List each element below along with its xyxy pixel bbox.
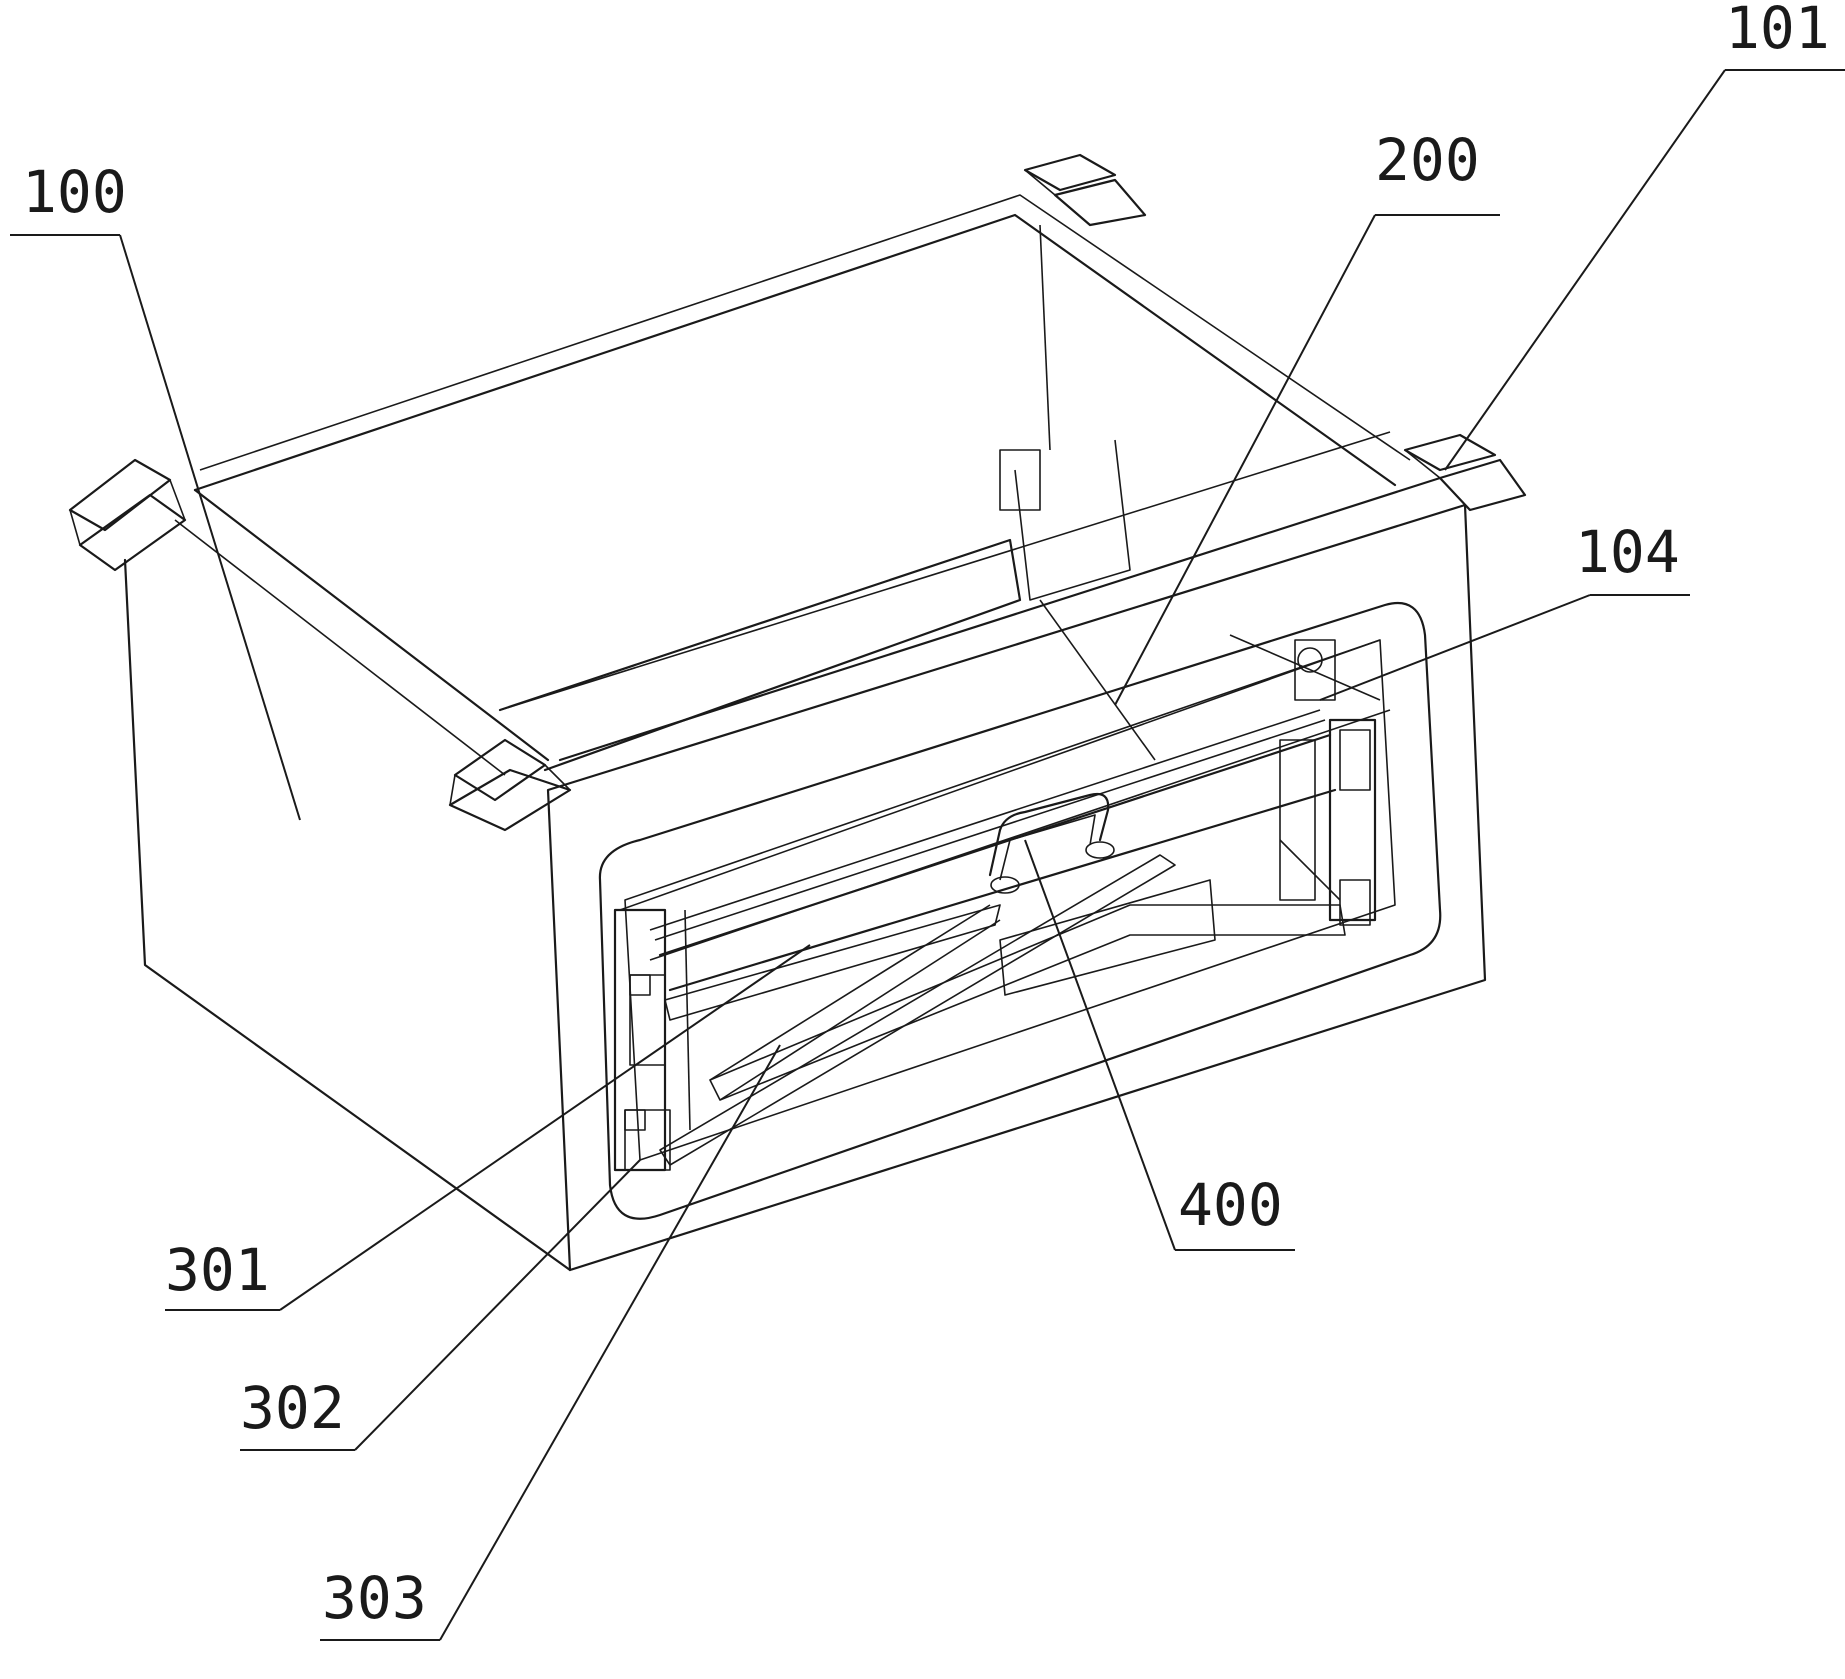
- scissor-linkage: [659, 839, 1346, 1166]
- arm-302: [659, 854, 1176, 1166]
- ref-label-101: 101: [1725, 0, 1830, 62]
- leader-104: [1319, 594, 1591, 701]
- leader-200: [1114, 214, 1376, 706]
- corner-bracket-front-left: [68, 458, 187, 572]
- leader-100: [119, 234, 301, 821]
- inner-divider: [498, 439, 1381, 772]
- box-top-rim-left-inner: [174, 519, 506, 776]
- ref-label-400: 400: [1178, 1171, 1283, 1239]
- leader-301: [279, 944, 811, 1311]
- leader-400: [1024, 839, 1176, 1251]
- right-hinge-column: [1279, 639, 1377, 926]
- box-front-wall: [546, 503, 1487, 1272]
- corner-bracket-right: [1403, 433, 1527, 512]
- arm-301: [664, 904, 1001, 1021]
- box-top-rim-left: [193, 488, 550, 762]
- box-top-rim-back: [193, 213, 1397, 492]
- ref-label-200: 200: [1375, 126, 1480, 194]
- reference-numerals: 100 101 104 200 301 302 303 400: [22, 0, 1830, 1632]
- ref-label-301: 301: [165, 1236, 270, 1304]
- ref-label-104: 104: [1575, 518, 1680, 586]
- box-back-corner: [1039, 224, 1051, 451]
- leader-101: [1444, 69, 1726, 471]
- ref-label-100: 100: [22, 158, 127, 226]
- box-left-wall: [123, 558, 572, 1272]
- leader-303: [439, 1044, 781, 1641]
- front-opening: [598, 601, 1442, 1220]
- leader-lines: [10, 69, 1845, 1641]
- handle-400: [988, 792, 1115, 894]
- ref-label-302: 302: [240, 1374, 345, 1442]
- box-top-rim-back-inner: [199, 194, 1411, 471]
- top-rail: [649, 709, 1337, 992]
- left-hinge-column: [613, 908, 691, 1172]
- leader-302: [354, 1159, 641, 1451]
- ref-label-303: 303: [322, 1564, 427, 1632]
- corner-bracket-back: [1023, 153, 1147, 227]
- drawer-200: [619, 639, 1391, 996]
- arm-303: [709, 904, 1346, 1101]
- corner-bracket-front-mid: [448, 738, 572, 832]
- front-opening-inner: [624, 639, 1396, 1161]
- container-box: [123, 194, 1487, 1272]
- box-top-rim-front-inner: [499, 431, 1391, 711]
